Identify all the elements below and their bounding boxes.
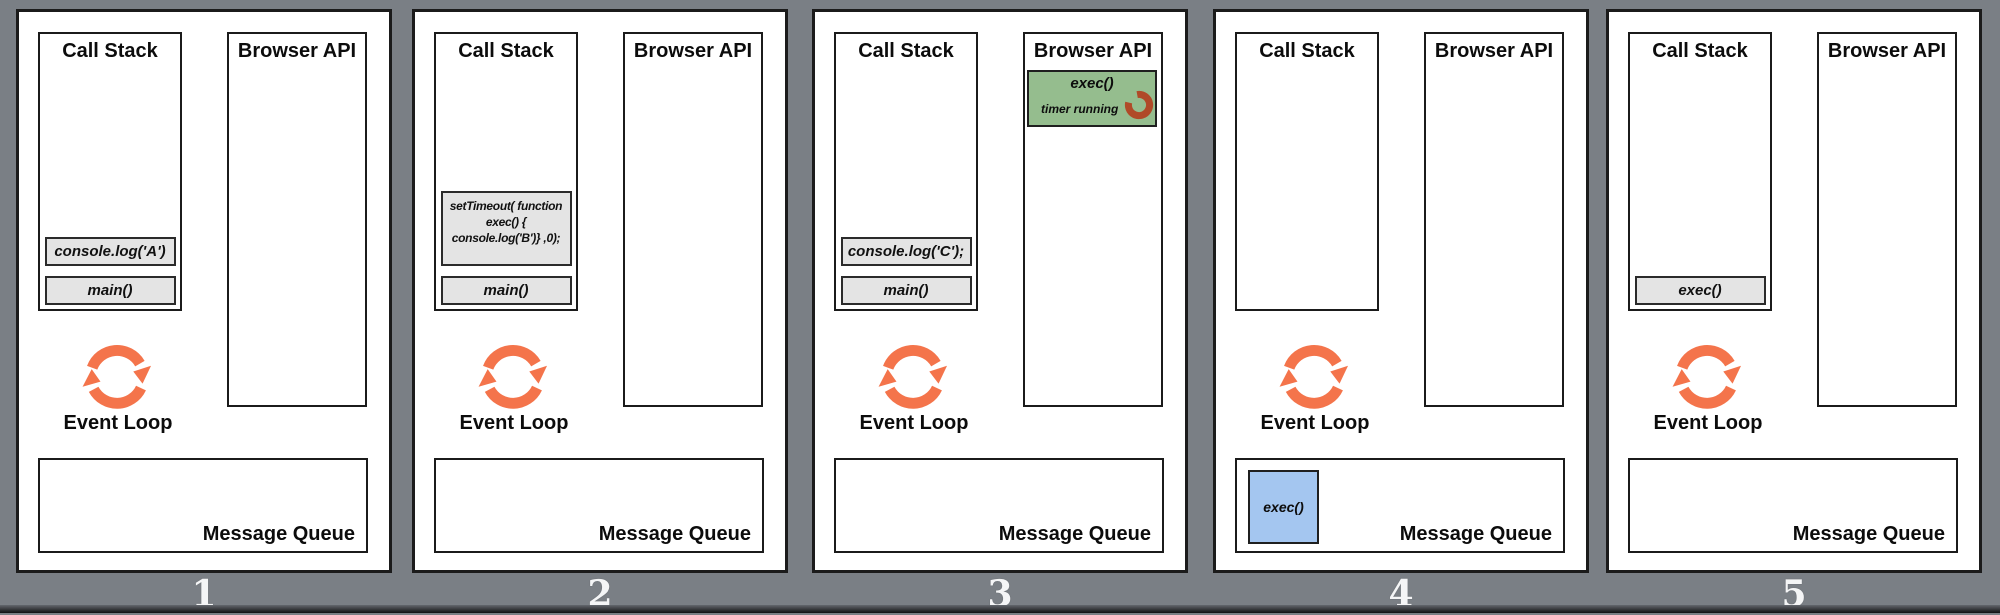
call-stack-title: Call Stack bbox=[858, 40, 954, 62]
browser-api-box: Browser API bbox=[1817, 32, 1957, 407]
event-loop-label: Event Loop bbox=[859, 412, 969, 434]
timer-task-status: timer running bbox=[1041, 102, 1119, 116]
call-stack-title: Call Stack bbox=[62, 40, 158, 62]
panel-5-frame: Call Stack exec() Browser API Event Loop… bbox=[1606, 9, 1982, 573]
call-stack-box: Call Stack setTimeout( function exec() {… bbox=[434, 32, 578, 311]
panel-1: Call Stack console.log('A') main() Brows… bbox=[16, 9, 392, 612]
message-queue-box: Message Queue bbox=[1628, 458, 1958, 553]
message-queue-box: Message Queue bbox=[434, 458, 764, 553]
message-queue-title: Message Queue bbox=[598, 523, 751, 545]
call-stack-box: Call Stack console.log('A') main() bbox=[38, 32, 182, 311]
stack-item: console.log('A') bbox=[44, 237, 176, 266]
timer-task-card: exec() timer running bbox=[1027, 70, 1157, 127]
panel-1-frame: Call Stack console.log('A') main() Brows… bbox=[16, 9, 392, 573]
message-queue-title: Message Queue bbox=[1399, 523, 1552, 545]
event-loop-label: Event Loop bbox=[459, 412, 569, 434]
bottom-edge-strip bbox=[0, 605, 2000, 613]
stack-item: main() bbox=[840, 276, 972, 305]
cycle-arrows-icon bbox=[1279, 345, 1349, 409]
message-queue-box: Message Queue bbox=[834, 458, 1164, 553]
cycle-arrows-icon bbox=[82, 345, 152, 409]
event-loop-label: Event Loop bbox=[1653, 412, 1763, 434]
stack-item: main() bbox=[440, 276, 572, 305]
panel-4: Call Stack Browser API Event Loop Messag… bbox=[1213, 9, 1589, 612]
browser-api-title: Browser API bbox=[633, 40, 753, 62]
browser-api-title: Browser API bbox=[237, 40, 357, 62]
call-stack-title: Call Stack bbox=[458, 40, 554, 62]
stack-item: console.log('C'); bbox=[840, 237, 972, 266]
call-stack-box: Call Stack bbox=[1235, 32, 1379, 311]
browser-api-title: Browser API bbox=[1033, 40, 1153, 62]
panel-5: Call Stack exec() Browser API Event Loop… bbox=[1606, 9, 1982, 612]
queued-task-card: exec() bbox=[1248, 470, 1319, 544]
browser-api-title: Browser API bbox=[1827, 40, 1947, 62]
panel-3: Call Stack console.log('C'); main() Brow… bbox=[812, 9, 1188, 612]
message-queue-title: Message Queue bbox=[202, 523, 355, 545]
event-loop-label: Event Loop bbox=[63, 412, 173, 434]
call-stack-box: Call Stack exec() bbox=[1628, 32, 1772, 311]
panel-3-frame: Call Stack console.log('C'); main() Brow… bbox=[812, 9, 1188, 573]
cycle-arrows-icon bbox=[478, 345, 548, 409]
browser-api-title: Browser API bbox=[1434, 40, 1554, 62]
call-stack-box: Call Stack console.log('C'); main() bbox=[834, 32, 978, 311]
message-queue-title: Message Queue bbox=[1792, 523, 1945, 545]
panel-2-frame: Call Stack setTimeout( function exec() {… bbox=[412, 9, 788, 573]
browser-api-box: Browser API bbox=[623, 32, 763, 407]
message-queue-title: Message Queue bbox=[998, 523, 1151, 545]
panel-4-frame: Call Stack Browser API Event Loop Messag… bbox=[1213, 9, 1589, 573]
stack-item: main() bbox=[44, 276, 176, 305]
call-stack-title: Call Stack bbox=[1259, 40, 1355, 62]
browser-api-box: Browser API bbox=[227, 32, 367, 407]
browser-api-box: Browser API bbox=[1424, 32, 1564, 407]
spinner-arc-icon bbox=[1124, 90, 1154, 120]
message-queue-box: Message Queue bbox=[38, 458, 368, 553]
cycle-arrows-icon bbox=[878, 345, 948, 409]
event-loop-label: Event Loop bbox=[1260, 412, 1370, 434]
call-stack-title: Call Stack bbox=[1652, 40, 1748, 62]
stack-item: setTimeout( function exec() { console.lo… bbox=[440, 191, 572, 266]
cycle-arrows-icon bbox=[1672, 345, 1742, 409]
stack-item: exec() bbox=[1634, 276, 1766, 305]
timer-task-name: exec() bbox=[1070, 75, 1114, 92]
panel-2: Call Stack setTimeout( function exec() {… bbox=[412, 9, 788, 612]
